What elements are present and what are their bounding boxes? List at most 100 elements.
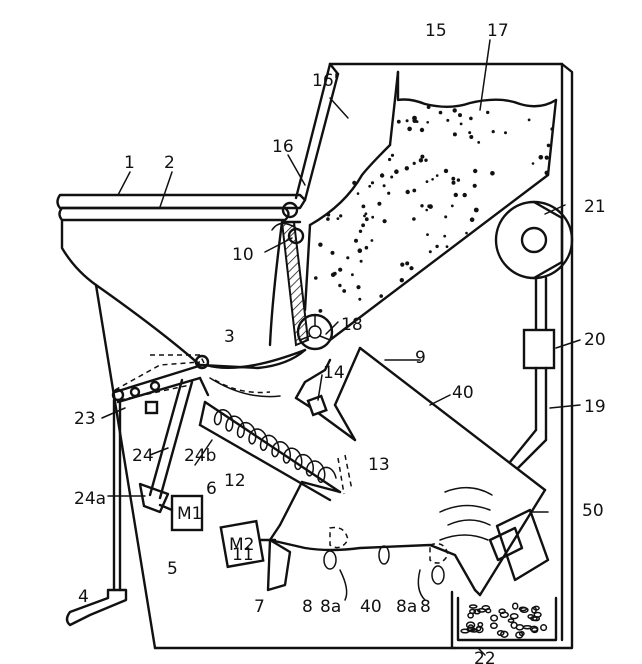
granule [346, 256, 350, 260]
granule [357, 248, 363, 253]
dried-particle [489, 622, 498, 630]
granule [371, 215, 375, 219]
exhaust-fan [494, 200, 574, 470]
granule [370, 181, 375, 185]
callout-labels: 1 2 3 4 5 6 7 8 8 8a 8a 9 10 11 12 13 14… [74, 21, 606, 664]
heater-unit [439, 486, 550, 582]
granule [318, 242, 323, 247]
granule [444, 215, 448, 219]
label-13: 13 [368, 455, 390, 475]
auger-spring [213, 409, 337, 483]
dried-particle [540, 624, 548, 632]
granule [379, 173, 385, 178]
granule [456, 178, 461, 182]
granule [425, 180, 429, 184]
lever-linkage [65, 363, 210, 627]
granule [342, 289, 347, 293]
flap-mechanism [114, 348, 307, 401]
dried-particle [490, 614, 499, 622]
granule [388, 157, 392, 162]
granule [412, 188, 417, 193]
granule [544, 155, 549, 160]
granule [352, 180, 357, 185]
granule [452, 108, 457, 113]
drying-chamber [268, 523, 482, 601]
granule [368, 184, 372, 188]
dried-particle [511, 602, 519, 610]
dried-particle [465, 621, 476, 629]
granule [358, 229, 363, 233]
granule [420, 204, 424, 208]
label-5: 5 [167, 559, 178, 579]
granule [468, 131, 472, 135]
granule [462, 192, 467, 198]
granule [339, 214, 343, 218]
granule [443, 234, 447, 238]
granule [450, 204, 454, 208]
dried-particle [460, 628, 470, 634]
label-12: 12 [224, 471, 246, 491]
label-40-bottom: 40 [360, 597, 382, 617]
label-24a: 24a [74, 489, 106, 509]
granule [504, 131, 507, 135]
granule [426, 105, 431, 109]
label-21: 21 [584, 197, 606, 217]
label-7: 7 [254, 597, 265, 617]
granule [400, 262, 405, 267]
granule [452, 132, 457, 137]
granule [354, 238, 358, 243]
granule [469, 217, 475, 222]
label-15: 15 [425, 21, 447, 41]
granule [377, 201, 382, 206]
granule [550, 127, 554, 131]
granule [486, 110, 490, 115]
granule [399, 278, 404, 283]
label-8-right: 8 [420, 597, 431, 617]
label-1: 1 [124, 153, 135, 173]
granule [356, 285, 361, 290]
dried-particle [532, 605, 540, 611]
granule [314, 276, 318, 280]
waste-container [450, 590, 558, 650]
granule [527, 118, 531, 122]
granule [356, 192, 360, 195]
granule [390, 175, 394, 179]
label-3: 3 [224, 327, 235, 347]
granule [390, 153, 395, 157]
collection-funnel [278, 346, 547, 597]
granule [396, 119, 401, 124]
granule [382, 219, 387, 224]
granule [412, 118, 418, 123]
granule [332, 271, 337, 276]
label-6: 6 [206, 479, 217, 499]
granule [330, 250, 335, 255]
dried-particle [529, 625, 539, 633]
granule [473, 207, 479, 213]
granule [364, 212, 368, 216]
granule [326, 217, 330, 221]
label-22: 22 [474, 649, 496, 664]
cabinet-housing [94, 62, 574, 650]
granule [418, 158, 424, 163]
granule [424, 158, 428, 162]
rotary-valve [296, 313, 334, 351]
granule [446, 118, 450, 122]
granule [469, 116, 473, 121]
granule [490, 171, 495, 176]
granule [428, 250, 432, 254]
granule [531, 162, 535, 165]
label-8-left: 8 [302, 597, 313, 617]
label-14: 14 [323, 363, 345, 383]
label-8a-left: 8a [320, 597, 341, 617]
granule [405, 119, 409, 123]
granule [363, 214, 366, 218]
granule [477, 141, 481, 144]
granule [394, 169, 399, 174]
label-19: 19 [584, 397, 606, 417]
granule [473, 168, 478, 174]
granule [544, 170, 550, 176]
granule [469, 135, 474, 139]
granule [404, 166, 409, 171]
granule [419, 127, 425, 133]
